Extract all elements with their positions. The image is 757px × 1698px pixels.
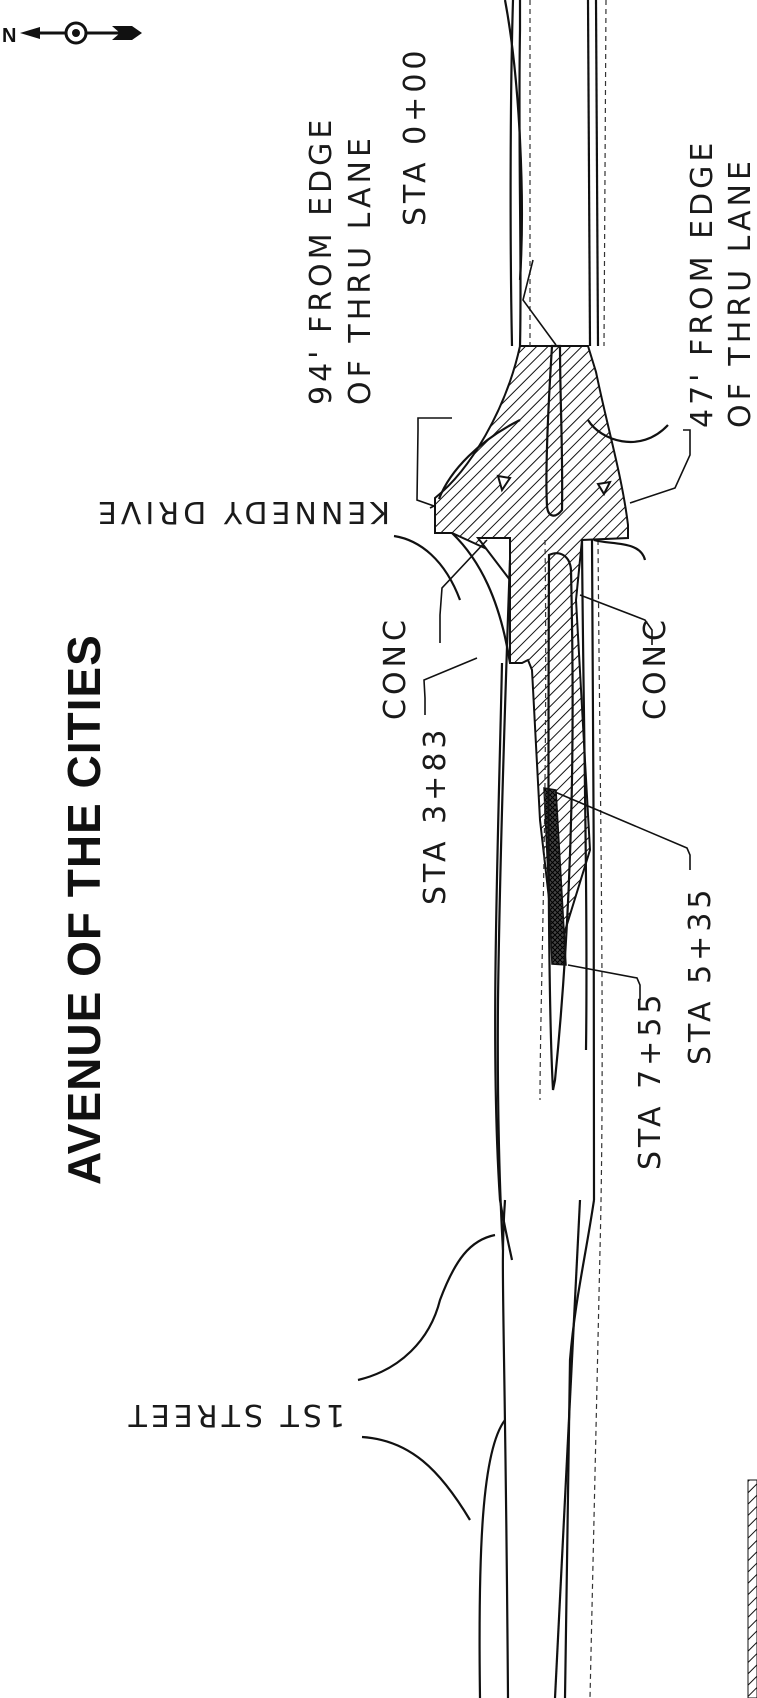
labels: 94' FROM EDGE OF THRU LANE STA 0+00 47' …	[94, 47, 757, 1433]
label-47-thru-lane: OF THRU LANE	[723, 157, 757, 428]
label-94-from-edge: 94' FROM EDGE	[304, 116, 339, 405]
label-conc-right: CONC	[638, 616, 673, 720]
label-47-from-edge: 47' FROM EDGE	[685, 139, 720, 428]
roadway	[357, 0, 757, 1698]
street-1st-street: 1ST STREET	[125, 1397, 345, 1432]
leaders	[416, 259, 691, 1000]
label-sta-535: STA 5+35	[683, 886, 718, 1066]
north-arrow-icon: N	[2, 21, 142, 47]
street-kennedy-drive: KENNEDY DRIVE	[94, 494, 390, 529]
label-sta-383: STA 3+83	[418, 726, 453, 906]
label-conc-left: CONC	[378, 616, 413, 720]
north-letter: N	[2, 25, 16, 47]
label-sta-755: STA 7+55	[633, 991, 668, 1171]
page-title: AVENUE OF THE CITIES	[58, 634, 110, 1185]
label-sta-000: STA 0+00	[398, 47, 433, 227]
label-94-thru-lane: OF THRU LANE	[343, 134, 378, 405]
intersection-pad	[434, 345, 629, 961]
